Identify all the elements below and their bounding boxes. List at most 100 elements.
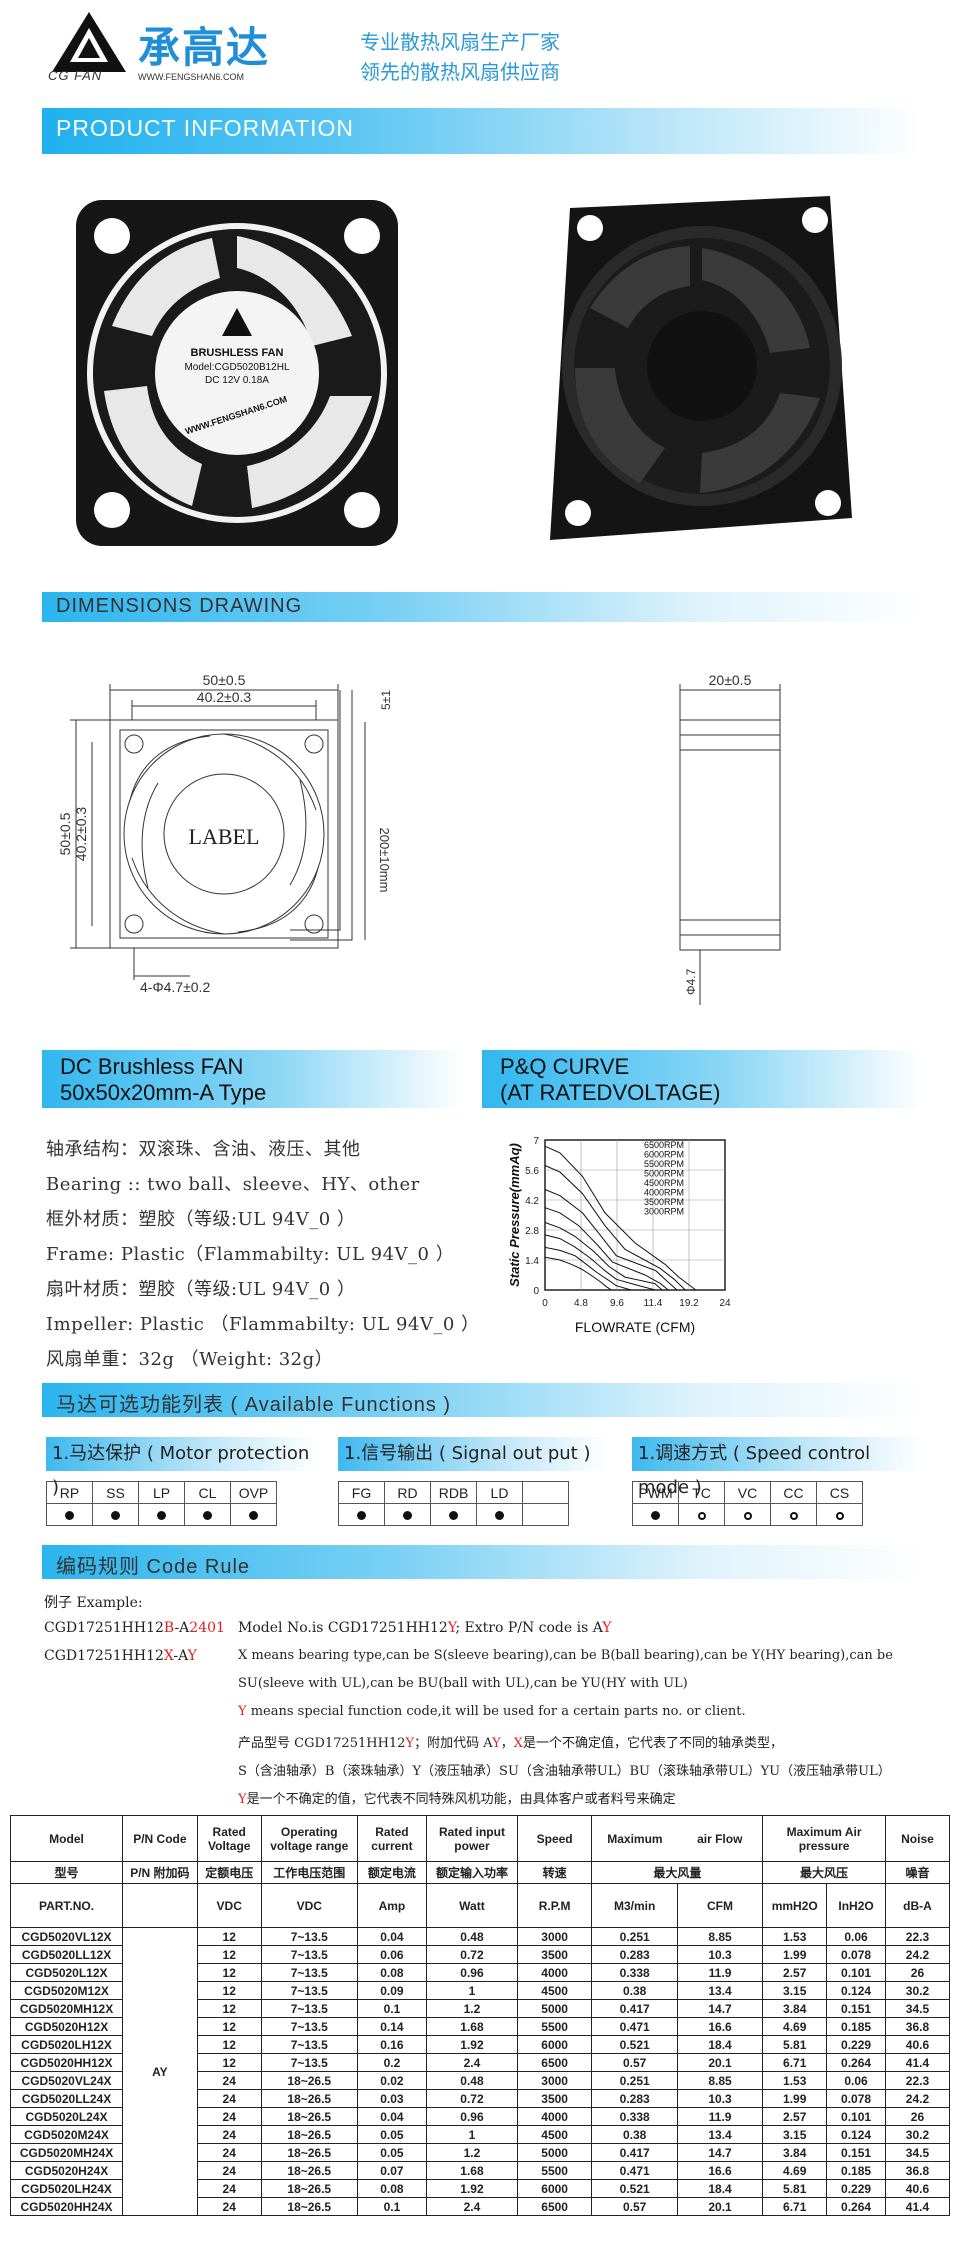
value-cell: 0.08	[356, 2179, 428, 2198]
plot-frame	[544, 1139, 726, 1291]
filled-dot-icon	[357, 1510, 366, 1520]
y-tick-label: 7	[533, 1136, 539, 1147]
signal-col-1: RD	[384, 1481, 431, 1504]
x-tick-label: 11.4	[644, 1298, 663, 1309]
value-cell: 1.53	[762, 1927, 828, 1946]
series-line-3500RPM	[544, 1246, 632, 1291]
value-cell: 18~26.5	[260, 2179, 358, 2198]
value-cell: 0.2	[356, 2053, 428, 2072]
dimensions-header: DIMENSIONS DRAWING	[42, 592, 922, 622]
pq-curve-title-2: (AT RATEDVOLTAGE)	[500, 1080, 721, 1105]
value-cell: 1.68	[426, 2017, 518, 2036]
value-cell: 0.09	[356, 1981, 428, 2000]
value-cell: 0.185	[826, 2161, 886, 2180]
legend-label: 3000RPM	[644, 1207, 684, 1217]
value-cell: 7~13.5	[260, 1945, 358, 1964]
th-max-pressure: Maximum Air pressure	[762, 1815, 886, 1862]
value-cell: 7~13.5	[260, 2053, 358, 2072]
model-cell: CGD5020L24X	[9, 2107, 124, 2126]
value-cell: 12	[196, 1999, 262, 2018]
th-cn-model: 型号	[9, 1861, 124, 1884]
spec-frame-cn: 框外材质：塑胶（等级:UL 94V_0 ）	[46, 1209, 356, 1230]
speed-col-3: CC	[770, 1481, 817, 1504]
value-cell: 18~26.5	[260, 2161, 358, 2180]
value-cell: 11.9	[676, 1963, 764, 1982]
value-cell: 18~26.5	[260, 2143, 358, 2162]
product-type-title-1: DC Brushless FAN	[60, 1054, 244, 1079]
value-cell: 1.99	[762, 1945, 828, 1964]
value-cell: 0.48	[426, 1927, 518, 1946]
motor-protection-title: 1.马达保护 ( Motor protection )	[46, 1437, 316, 1498]
value-cell: 0.338	[591, 2107, 678, 2126]
th-speed: Speed	[516, 1815, 593, 1862]
th-rated-voltage: Rated Voltage	[196, 1815, 262, 1862]
fan-label-line1: BRUSHLESS FAN	[191, 347, 284, 359]
th-rated-power: Rated input power	[426, 1815, 518, 1862]
value-cell: 0.283	[591, 2089, 678, 2108]
product-info-header: PRODUCT INFORMATION	[42, 108, 922, 154]
unit-vdc: VDC	[196, 1883, 262, 1928]
th-cn-noise: 噪音	[884, 1861, 951, 1884]
x-tick-label: 0	[542, 1298, 548, 1309]
model-cell: CGD5020HH24X	[9, 2197, 124, 2216]
value-cell: 0.06	[826, 2071, 886, 2090]
value-cell: 3.84	[762, 2143, 828, 2162]
signal-col-4	[522, 1481, 569, 1504]
dimension-drawing: 50±0.5 40.2±0.3 5±1 50±0.5 40.2±0.3 LABE…	[57, 672, 781, 1005]
motor-mark-1	[92, 1503, 139, 1526]
dim-lead: 5±1	[379, 690, 393, 710]
section-title: PRODUCT INFORMATION	[56, 115, 354, 141]
motor-mark-4	[230, 1503, 277, 1526]
value-cell: 0.05	[356, 2143, 428, 2162]
value-cell: 0.185	[826, 2017, 886, 2036]
value-cell: 1.2	[426, 1999, 518, 2018]
model-cell: CGD5020H24X	[9, 2161, 124, 2180]
th-noise: Noise	[884, 1815, 951, 1862]
value-cell: 0.264	[826, 2197, 886, 2216]
value-cell: 12	[196, 1981, 262, 2000]
unit-vdc-range: VDC	[260, 1883, 358, 1928]
value-cell: 1.53	[762, 2071, 828, 2090]
spec-bearing-en: Bearing :: two ball、sleeve、HY、other	[46, 1174, 420, 1195]
speed-col-0: PWM	[632, 1481, 679, 1504]
slogan-1: 专业散热风扇生产厂家	[360, 30, 560, 54]
value-cell: 2.4	[426, 2197, 518, 2216]
value-cell: 0.96	[426, 1963, 518, 1982]
value-cell: 12	[196, 1945, 262, 1964]
signal-mark-3	[476, 1503, 523, 1526]
speed-control-title: 1.调速方式 ( Speed control mode )	[632, 1437, 922, 1498]
legend-label: 4000RPM	[644, 1188, 684, 1198]
value-cell: 6.71	[762, 2197, 828, 2216]
signal-mark-4	[522, 1503, 569, 1526]
value-cell: 0.38	[591, 2125, 678, 2144]
value-cell: 2.4	[426, 2053, 518, 2072]
value-cell: 30.2	[884, 2125, 951, 2144]
signal-output-title: 1.信号输出 ( Signal out put )	[338, 1437, 608, 1471]
value-cell: 0.283	[591, 1945, 678, 1964]
value-cell: 0.72	[426, 2089, 518, 2108]
legend-label: 3500RPM	[644, 1197, 684, 1207]
value-cell: 0.03	[356, 2089, 428, 2108]
motor-mark-0	[46, 1503, 93, 1526]
spec-frame-en: Frame: Plastic（Flammabilty: UL 94V_0 ）	[46, 1244, 455, 1265]
legend-label: 5000RPM	[644, 1169, 684, 1179]
ring-dot-icon	[789, 1511, 798, 1520]
spec-impeller-cn: 扇叶材质：塑胶（等级:UL 94V_0 ）	[46, 1279, 356, 1300]
value-cell: 4.69	[762, 2017, 828, 2036]
spec-impeller-en: Impeller: Plastic （Flammabilty: UL 94V_0…	[46, 1314, 480, 1335]
th-pn-code: P/N Code	[122, 1815, 198, 1862]
model-cell: CGD5020VL24X	[9, 2071, 124, 2090]
value-cell: 7~13.5	[260, 1999, 358, 2018]
value-cell: 5.81	[762, 2035, 828, 2054]
section-title: 编码规则 Code Rule	[56, 1556, 251, 1578]
filled-dot-icon	[249, 1510, 258, 1520]
model-cell: CGD5020M24X	[9, 2125, 124, 2144]
fan-label-line2: Model:CGD5020B12HL	[184, 362, 289, 373]
